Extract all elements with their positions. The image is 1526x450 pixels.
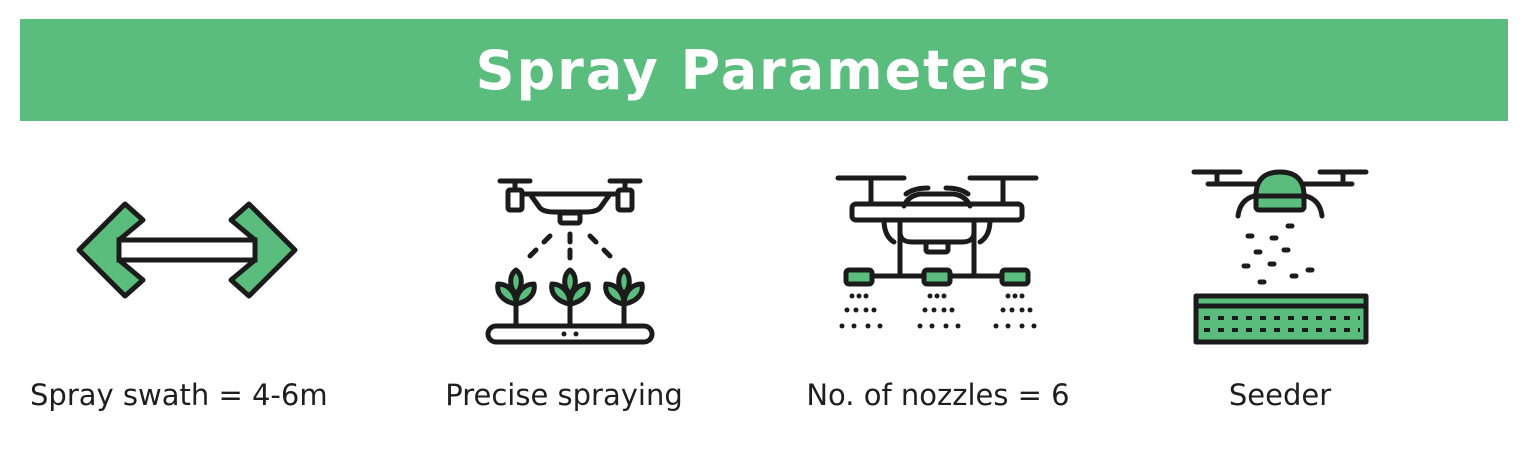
page-title: Spray Parameters [475, 38, 1053, 102]
caption-nozzles: No. of nozzles = 6 [806, 378, 1070, 412]
header-banner: Spray Parameters [20, 19, 1508, 121]
caption-precise-spraying: Precise spraying [445, 378, 683, 412]
seeder-drone-icon [1191, 169, 1369, 345]
double-arrow-icon [76, 201, 298, 299]
caption-seeder: Seeder [1228, 378, 1332, 412]
drone-spraying-crops-icon [485, 178, 655, 345]
caption-spray-swath: Spray swath = 4-6m [30, 378, 328, 412]
drone-nozzles-icon [835, 175, 1039, 329]
